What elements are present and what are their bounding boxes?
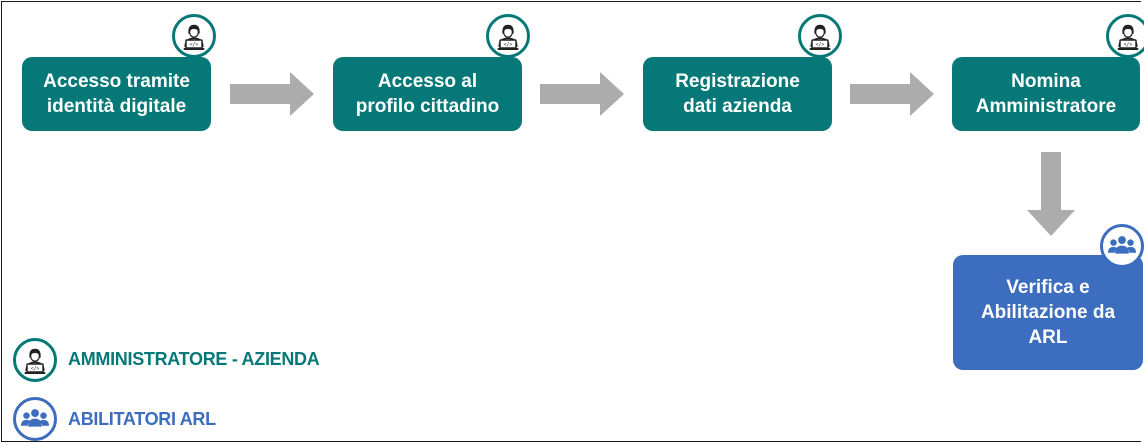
step-verifica-abilitazione-arl: Verifica e Abilitazione da ARL [953, 255, 1143, 370]
admin-user-icon [1106, 14, 1144, 58]
group-users-icon [13, 397, 57, 441]
step-nomina-amministratore: Nomina Amministratore [952, 57, 1140, 131]
admin-user-icon [172, 14, 216, 58]
admin-user-icon [486, 14, 530, 58]
step-registrazione-dati-azienda: Registrazione dati azienda [643, 57, 832, 131]
arrow-down-icon [1027, 152, 1075, 236]
group-users-icon [1100, 224, 1144, 268]
arrow-right-icon [230, 72, 314, 116]
arrow-right-icon [850, 72, 934, 116]
admin-user-icon [798, 14, 842, 58]
arrow-right-icon [540, 72, 624, 116]
step-accesso-profilo-cittadino: Accesso al profilo cittadino [333, 57, 522, 131]
step-accesso-identita-digitale: Accesso tramite identità digitale [22, 57, 211, 131]
legend-label-amministratore: AMMINISTRATORE - AZIENDA [68, 349, 320, 369]
legend-label-abilitatori-arl: ABILITATORI ARL [68, 409, 216, 429]
admin-user-icon [13, 338, 57, 382]
